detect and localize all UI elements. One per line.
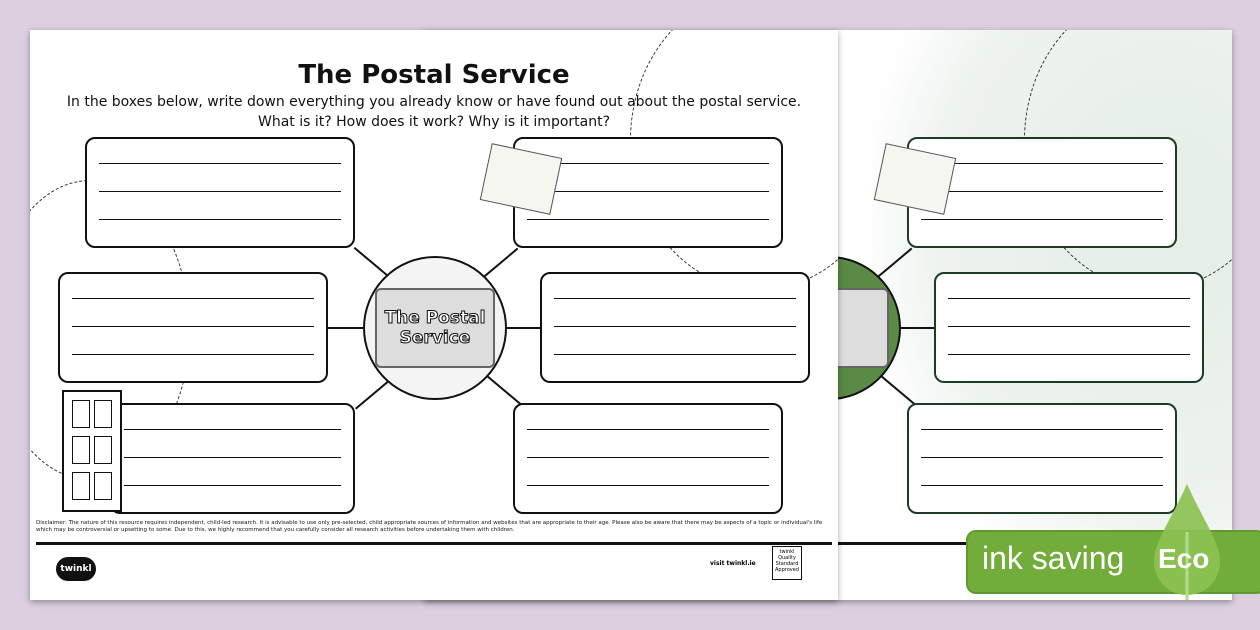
eco-banner-label: ink saving	[982, 540, 1125, 576]
quality-badge: twinkl Quality Standard Approved	[772, 546, 802, 580]
writing-box-bottom-left[interactable]	[110, 403, 355, 514]
disclaimer: Disclaimer: The nature of this resource …	[36, 520, 823, 533]
central-topic-line: Service	[399, 328, 471, 349]
page-title: The Postal Service	[298, 60, 570, 90]
central-topic-circle: The Postal Service	[363, 256, 507, 400]
instructions-line: What is it? How does it work? Why is it …	[257, 114, 611, 130]
connector-line	[328, 327, 368, 329]
writing-box-middle-right[interactable]	[934, 272, 1204, 383]
instructions-line: In the boxes below, write down everythin…	[66, 94, 802, 110]
footer-link[interactable]: visit twinkl.ie	[710, 560, 756, 567]
writing-box-bottom-right[interactable]	[907, 403, 1177, 514]
writing-box-bottom-right[interactable]	[513, 403, 783, 514]
door-illustration	[62, 390, 122, 512]
writing-box-top-left[interactable]	[85, 137, 355, 248]
writing-box-top-right[interactable]	[907, 137, 1177, 248]
connector-line	[502, 327, 542, 329]
worksheet-preview-colour: The Postal Service In the boxes below, w…	[30, 30, 838, 600]
footer-divider	[36, 542, 832, 545]
twinkl-logo: twinkl	[56, 557, 96, 581]
writing-box-middle-right[interactable]	[540, 272, 810, 383]
sorting-machine-illustration	[375, 288, 495, 368]
writing-box-middle-left[interactable]	[58, 272, 328, 383]
writing-box-top-right[interactable]	[513, 137, 783, 248]
central-topic-line: The Postal	[384, 308, 486, 329]
eco-badge: Eco	[1158, 543, 1210, 574]
leaf-drop-icon	[1154, 484, 1220, 600]
instructions: In the boxes below, write down everythin…	[30, 92, 838, 132]
connector-line	[896, 327, 936, 329]
